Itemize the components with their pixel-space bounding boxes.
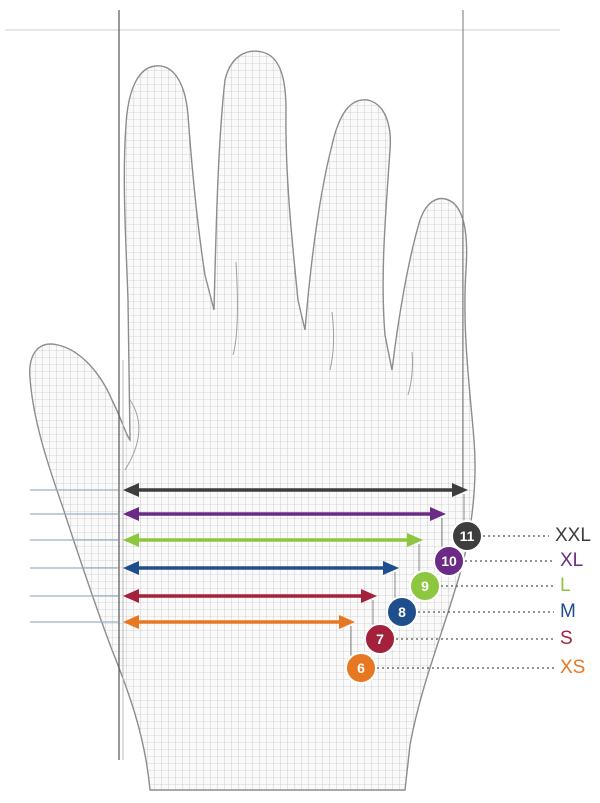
size-label-xl: XL — [560, 550, 583, 572]
size-label-m: M — [560, 601, 576, 623]
size-number-text: 10 — [441, 553, 457, 569]
size-number-text: 11 — [460, 528, 475, 544]
size-label-xxl: XXL — [555, 525, 591, 547]
size-number-text: 8 — [398, 604, 406, 620]
size-number-text: 9 — [421, 578, 429, 594]
size-number-text: 7 — [376, 631, 384, 647]
size-label-xs: XS — [560, 657, 585, 679]
size-number-text: 6 — [357, 660, 365, 676]
size-label-l: L — [560, 575, 571, 597]
size-label-s: S — [560, 628, 573, 650]
